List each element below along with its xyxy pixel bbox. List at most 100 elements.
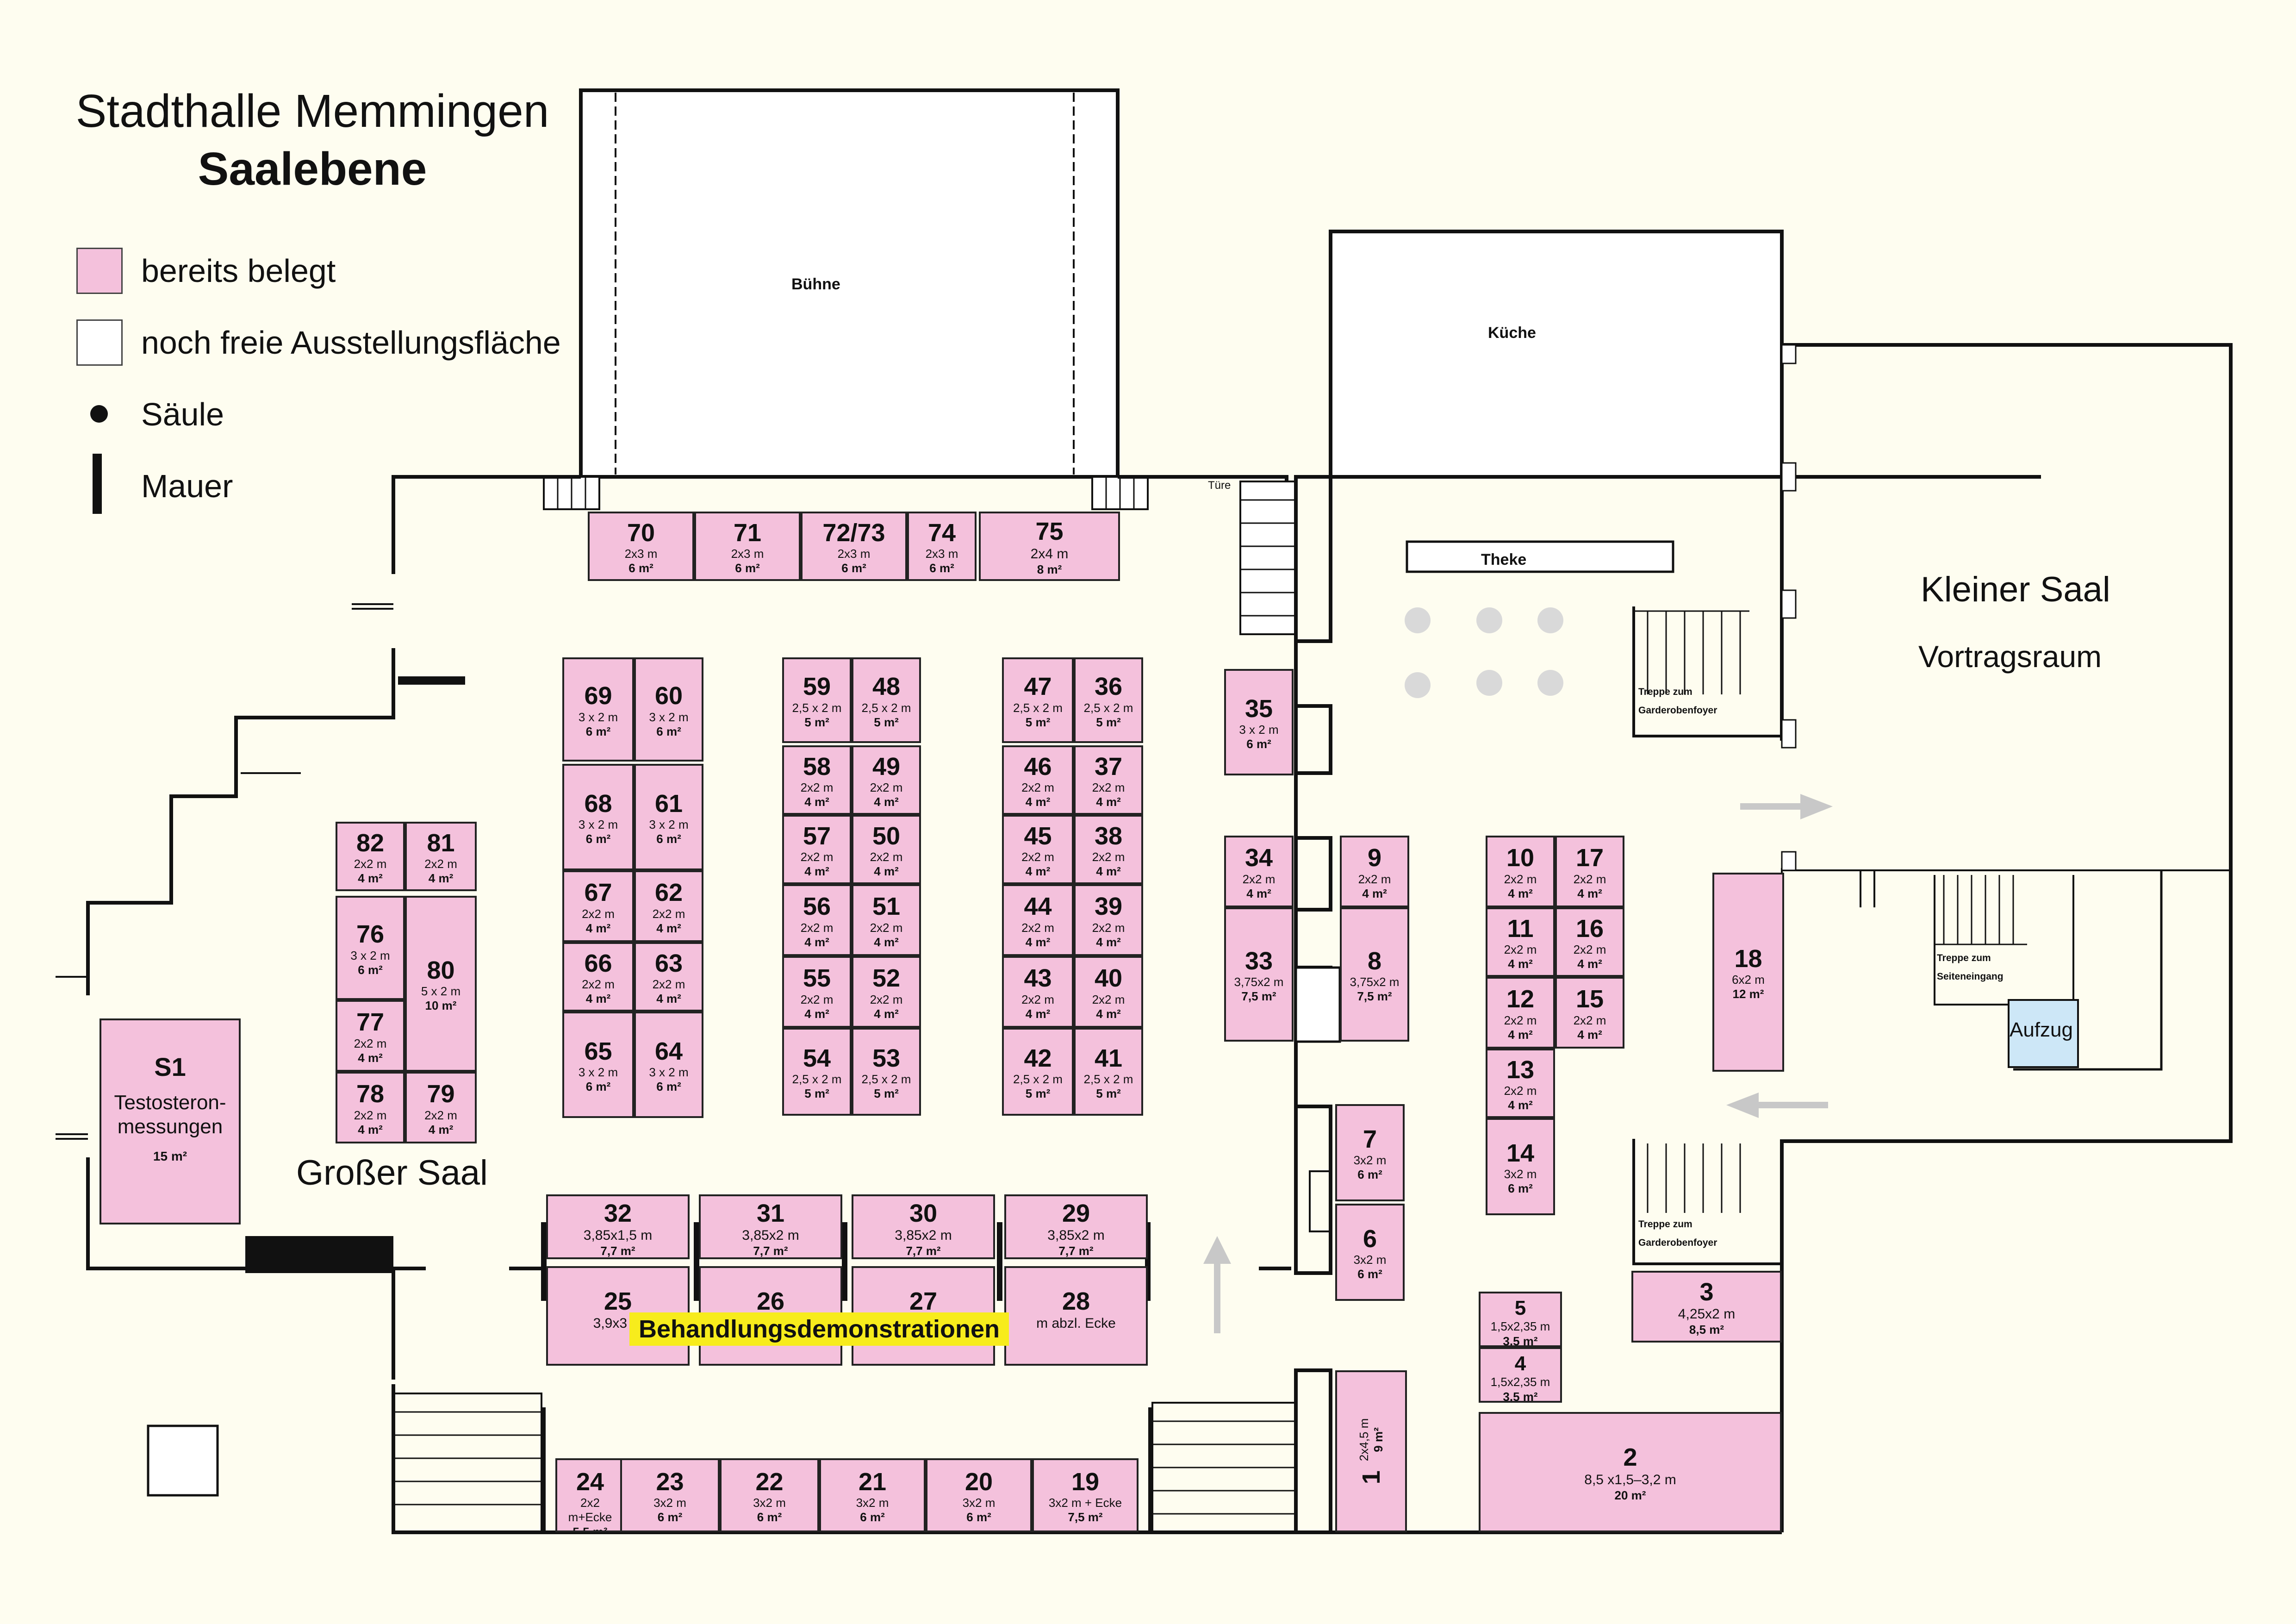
booth-area: 4 m² — [358, 871, 383, 886]
booth-number: 64 — [654, 1037, 683, 1065]
booth-area: 7,5 m² — [1241, 989, 1276, 1004]
booth-area: 4 m² — [358, 1122, 383, 1137]
booth-area: 6 m² — [1508, 1181, 1533, 1196]
wall-bar-icon — [76, 454, 123, 514]
booth-dimensions: 2x2 m — [1358, 872, 1391, 886]
booth-number: 34 — [1244, 844, 1273, 872]
booth-dimensions: 2x2 m — [424, 857, 457, 871]
booth-number: 3 — [1699, 1278, 1714, 1306]
booth-area: 7,7 m² — [1058, 1244, 1094, 1258]
column-dot-icon — [76, 391, 123, 437]
booth-area: 4 m² — [1096, 1006, 1121, 1021]
booth-dimensions: 2x2 m — [800, 850, 834, 864]
booth-number: 39 — [1094, 893, 1123, 921]
door-label: Türe — [1208, 479, 1231, 492]
map-title: Stadthalle Memmingen — [75, 85, 549, 137]
booth-number: 69 — [584, 682, 612, 710]
booth-dimensions: 2x2 m — [870, 781, 903, 795]
booth-dimensions: 3 x 2 m — [649, 818, 689, 832]
